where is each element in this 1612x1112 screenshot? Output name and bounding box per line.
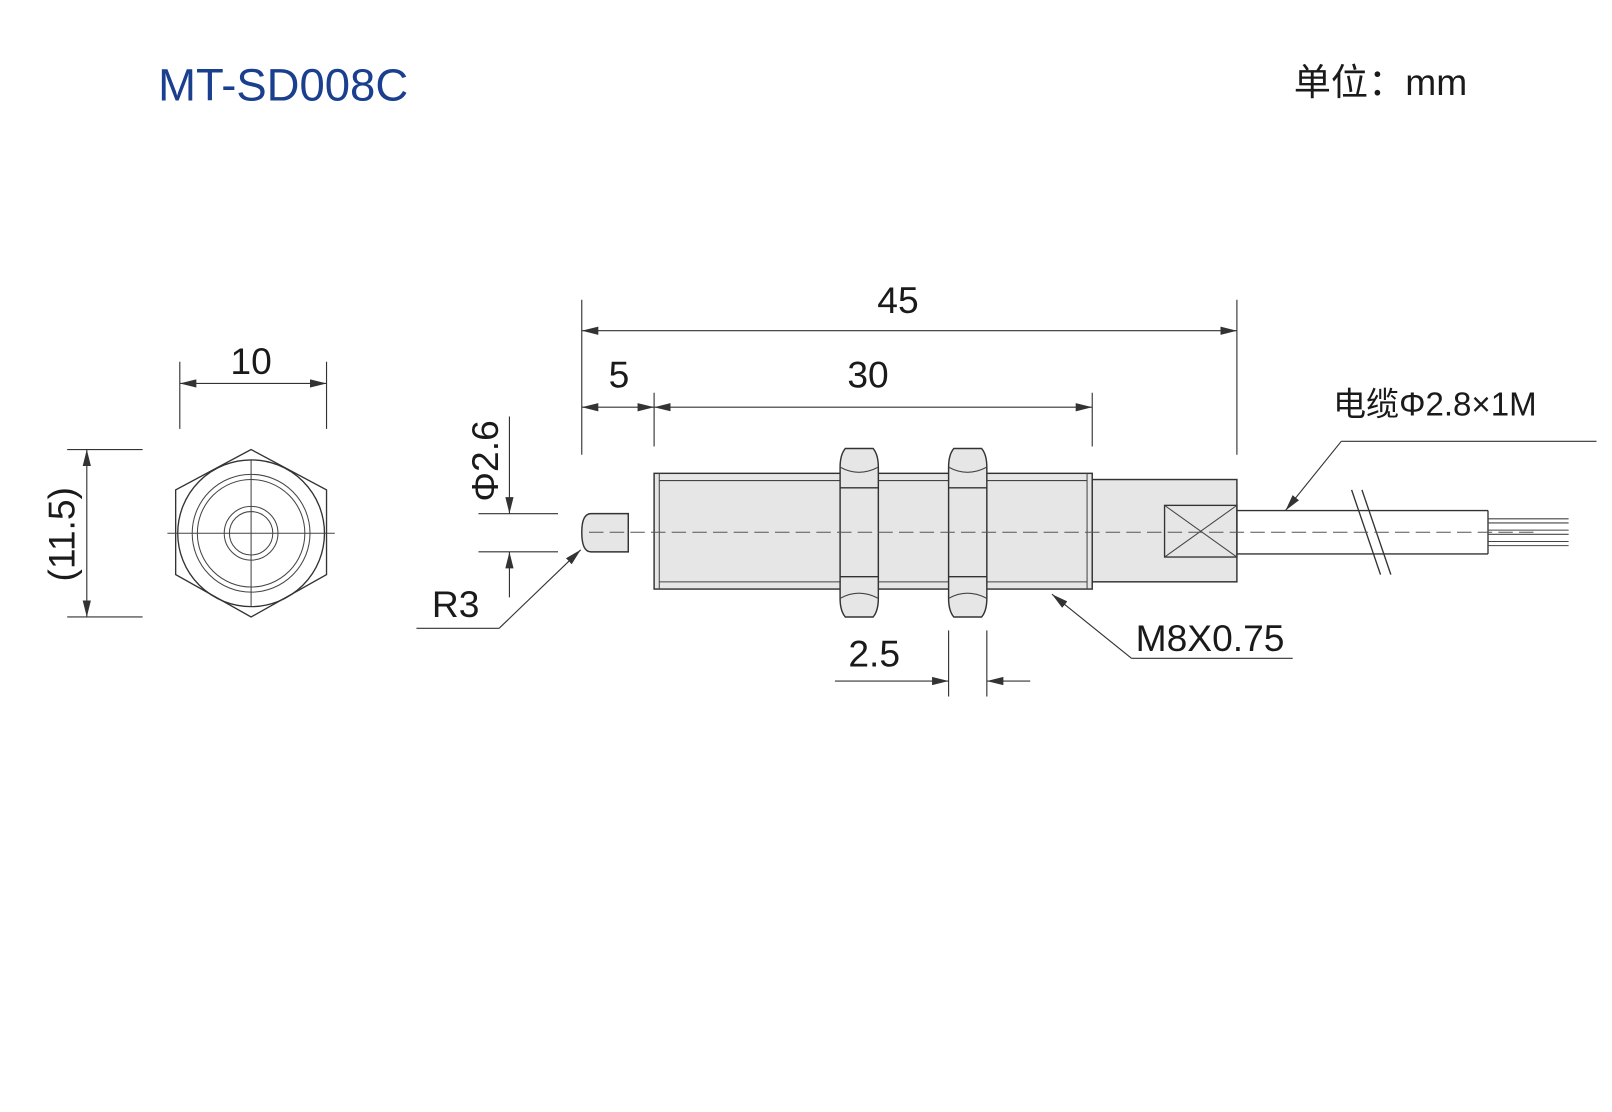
nut-1-chamfer-bottom (839, 592, 879, 599)
cable-spec-leader (1285, 440, 1342, 511)
tip-radius-leader (498, 549, 582, 629)
nut-2-chamfer-top (948, 466, 988, 473)
gland-cross-2 (1164, 504, 1238, 558)
thread-spec-label: M8X0.75 (1136, 617, 1285, 659)
thread-spec-leader (1051, 593, 1132, 659)
cable-gland-box (1163, 504, 1238, 558)
cable-spec-label: 电缆Φ2.8×1M (1333, 386, 1537, 423)
probe-tip (581, 512, 629, 553)
thread-length-label: 30 (847, 354, 888, 396)
unit-label: 单位：mm (1294, 61, 1468, 103)
end-view: 10 (11.5) (40, 340, 335, 618)
tip-diameter-label: Φ2.6 (464, 420, 506, 501)
product-title: MT-SD008C (158, 59, 408, 110)
nut-1-chamfer-top (839, 466, 879, 473)
nut-thickness-label: 2.5 (848, 633, 900, 675)
total-length-label: 45 (877, 279, 918, 321)
tip-length-label: 5 (609, 354, 630, 396)
width-dim-label: 10 (230, 340, 271, 382)
tip-radius-label: R3 (432, 583, 480, 625)
height-dim-label: (11.5) (40, 487, 82, 581)
side-view: 45 5 30 Φ2.6 R3 2.5 M8X0.75 电缆Φ2.8×1M (416, 279, 1597, 697)
cable-wires (1488, 518, 1569, 547)
hex-nut-outline (174, 448, 328, 618)
nut-2-chamfer-bottom (948, 592, 988, 599)
